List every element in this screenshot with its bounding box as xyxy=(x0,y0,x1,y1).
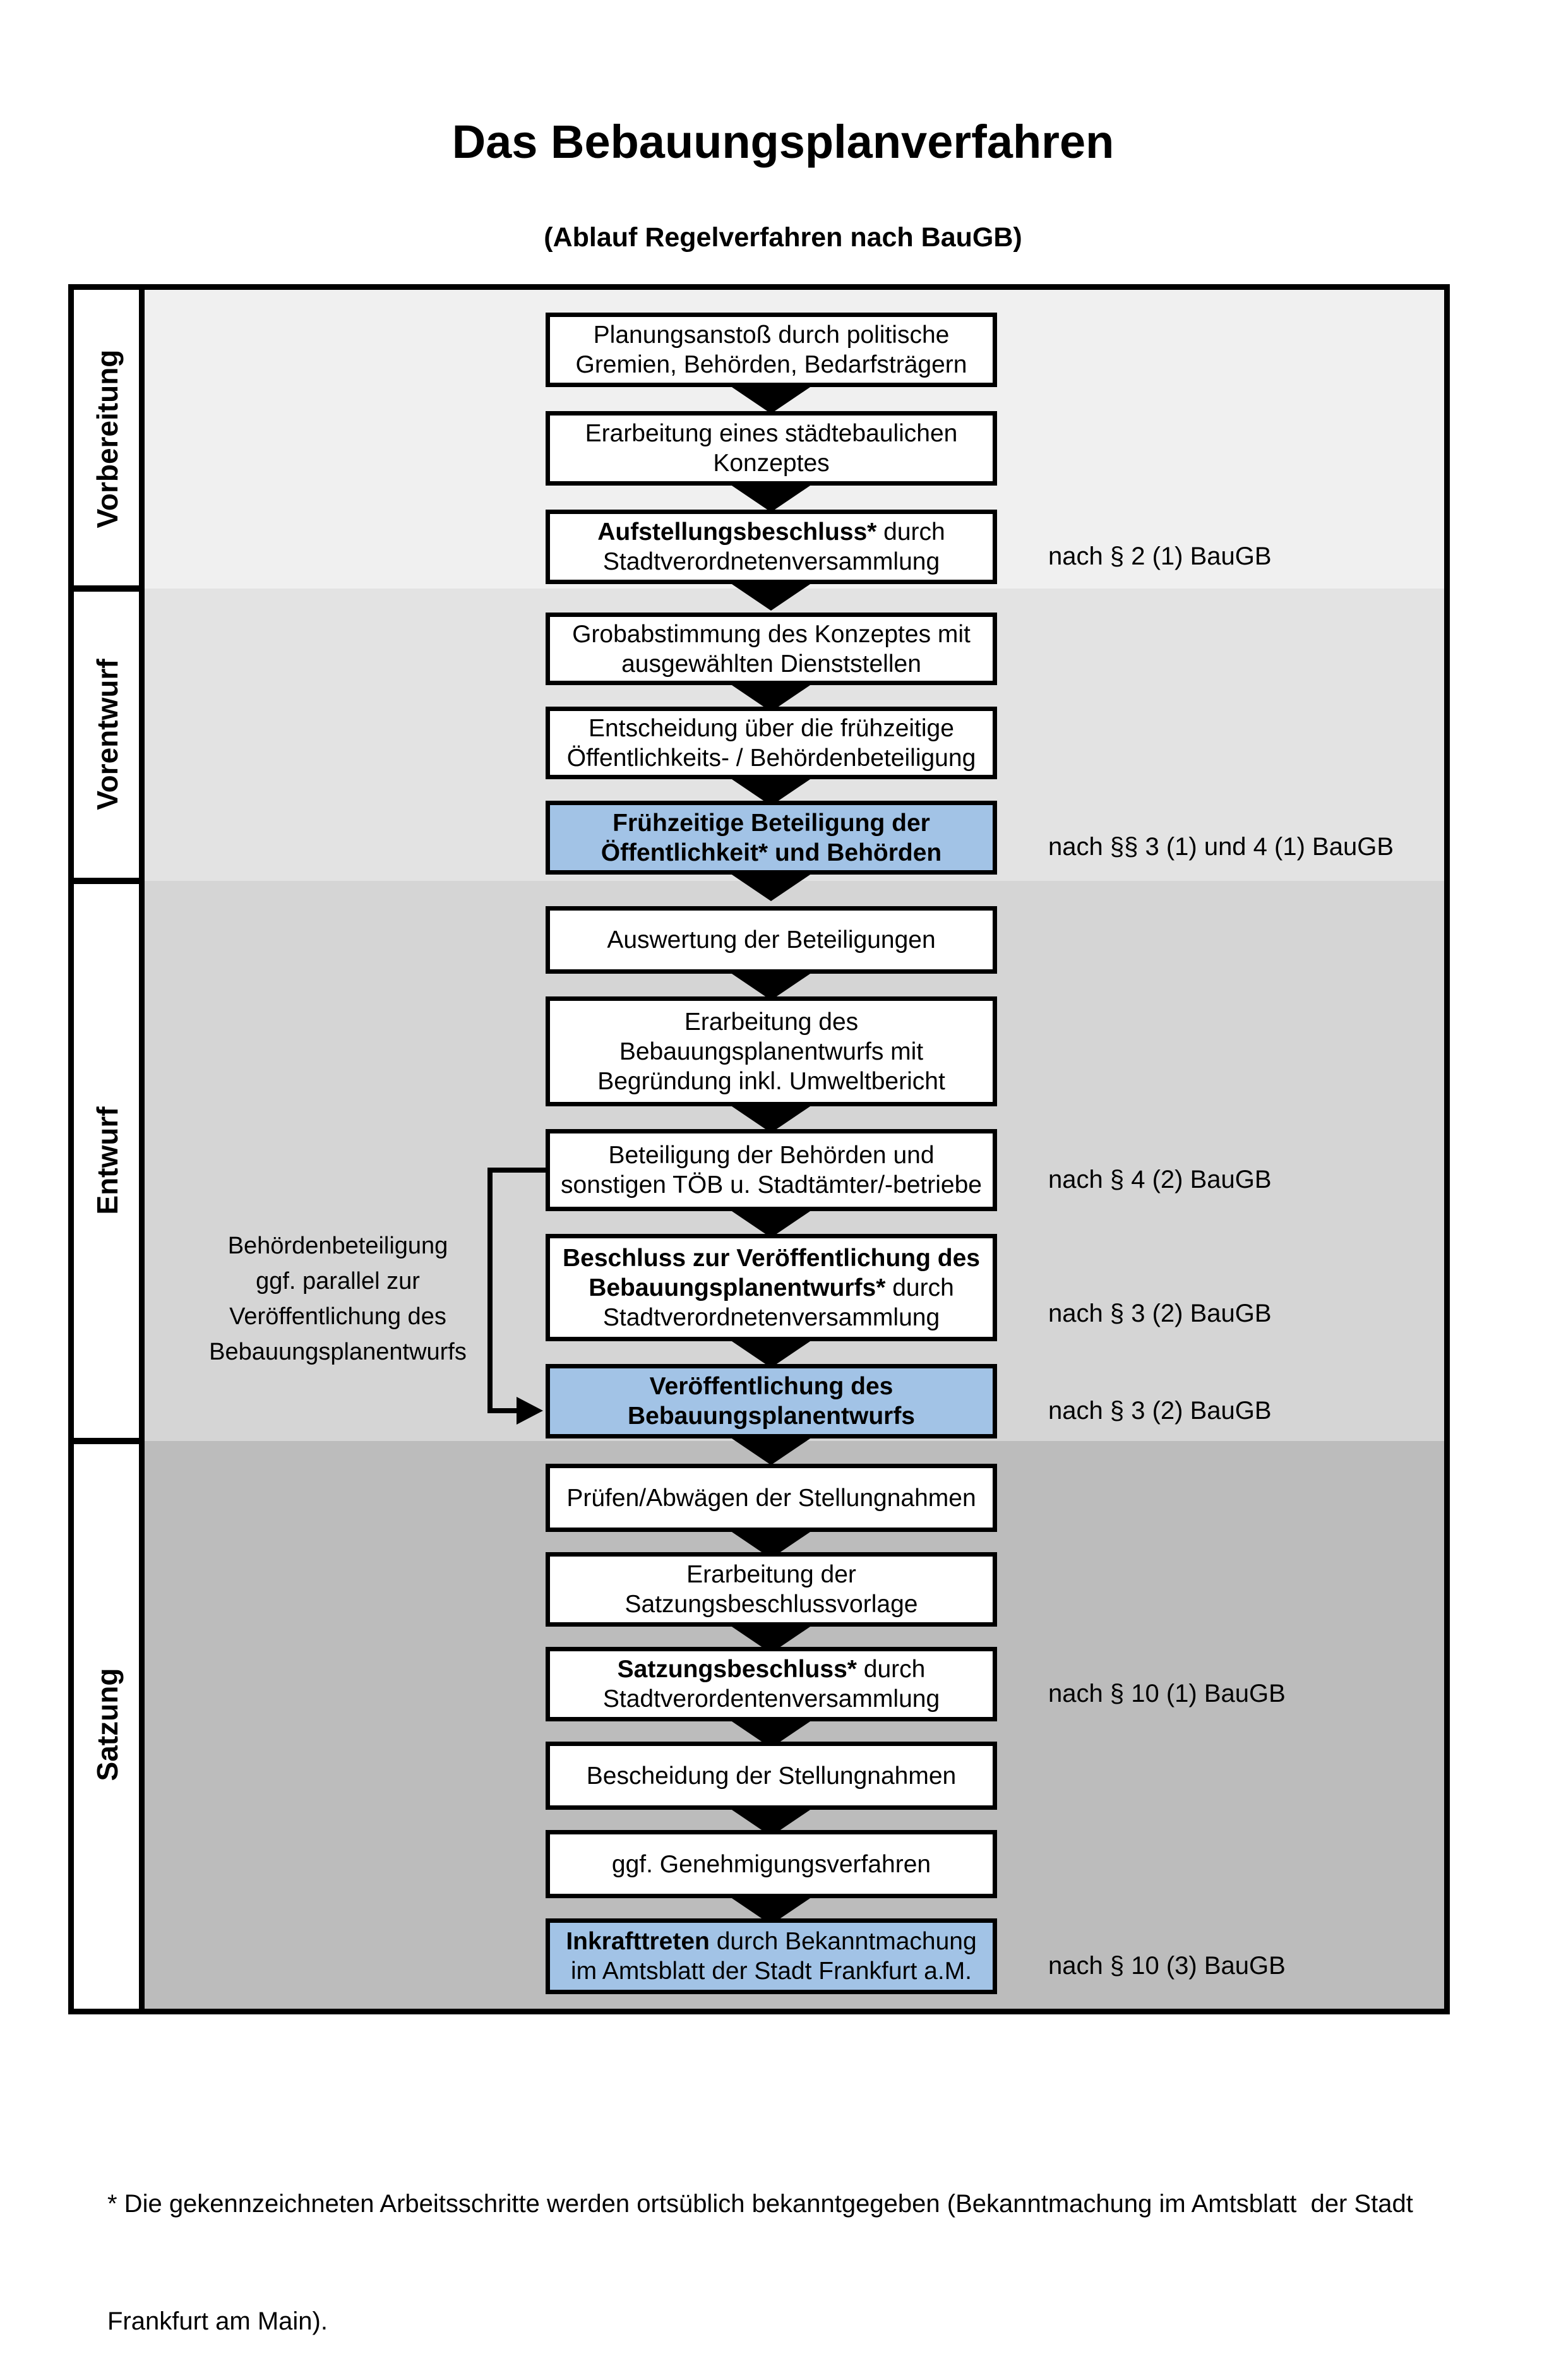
box-line: Aufstellungsbeschluss* durch xyxy=(597,518,945,546)
legal-ref: nach § 3 (2) BauGB xyxy=(1048,1397,1272,1425)
down-arrow-icon xyxy=(728,872,814,901)
box-line: Inkrafttreten durch Bekanntmachung xyxy=(566,1928,977,1955)
box-line: Planungsanstoß durch politische xyxy=(593,321,950,349)
stage-label-vorentwurf: Vorentwurf xyxy=(91,659,124,810)
flow-box-pruefen-abwaegen: Prüfen/Abwägen der Stellungnahmen xyxy=(546,1464,997,1532)
flow-box-behoerdenbeteiligung: Beteiligung der Behörden und sonstigen T… xyxy=(546,1129,997,1211)
flow-box-fruehzeitige-beteiligung: Frühzeitige Beteiligung der Öffentlichke… xyxy=(546,801,997,875)
box-line: Bebauungsplanentwurfs* durch xyxy=(589,1274,954,1301)
connector-vertical-line xyxy=(487,1168,493,1413)
label-column-divider xyxy=(139,290,145,2009)
flow-box-konzept: Erarbeitung eines städtebaulichen Konzep… xyxy=(546,411,997,486)
box-line: Veröffentlichung des xyxy=(649,1373,894,1400)
section-divider xyxy=(74,585,139,592)
box-line: Öffentlichkeit* und Behörden xyxy=(601,839,942,866)
flow-box-genehmigungsverfahren: ggf. Genehmigungsverfahren xyxy=(546,1830,997,1898)
box-line: Satzungsbeschlussvorlage xyxy=(625,1591,918,1618)
box-line: Stadtverordnetenversammlung xyxy=(602,1303,940,1331)
side-note-line: ggf. parallel zur xyxy=(256,1268,420,1295)
box-line: Öffentlichkeits- / Behördenbeteiligung xyxy=(566,744,976,772)
stage-label-entwurf: Entwurf xyxy=(91,1106,124,1215)
down-arrow-icon xyxy=(728,1339,814,1368)
flow-box-erarbeitung-entwurf: Erarbeitung des Bebauungsplanentwurfs mi… xyxy=(546,996,997,1106)
footnote: * Die gekennzeichneten Arbeitsschritte w… xyxy=(107,2106,1427,2380)
footnote-line: Frankfurt am Main). xyxy=(107,2307,328,2335)
flow-box-aufstellungsbeschluss: Aufstellungsbeschluss* durch Stadtverord… xyxy=(546,510,997,584)
side-note: Behördenbeteiligung ggf. parallel zur Ve… xyxy=(148,1228,527,1370)
box-line: Konzeptes xyxy=(713,450,830,477)
box-line: Stadtverordentenversammlung xyxy=(602,1685,940,1713)
legal-ref: nach § 4 (2) BauGB xyxy=(1048,1166,1272,1193)
down-arrow-icon xyxy=(728,1436,814,1465)
box-line: Entscheidung über die frühzeitige xyxy=(589,714,954,742)
side-note-line: Veröffentlichung des xyxy=(229,1303,446,1330)
box-line: Bebauungsplanentwurfs xyxy=(627,1402,916,1430)
footnote-line: * Die gekennzeichneten Arbeitsschritte w… xyxy=(107,2190,1413,2218)
box-line: Begründung inkl. Umweltbericht xyxy=(597,1067,945,1095)
box-line: Grobabstimmung des Konzeptes mit xyxy=(572,620,971,648)
box-line: Bescheidung der Stellungnahmen xyxy=(586,1762,957,1790)
box-line: Beteiligung der Behörden und xyxy=(608,1142,935,1169)
flow-box-planungsanstoss: Planungsanstoß durch politische Gremien,… xyxy=(546,313,997,387)
box-line: Satzungsbeschluss* durch xyxy=(617,1656,926,1683)
right-arrow-icon xyxy=(517,1397,543,1425)
box-line: Gremien, Behörden, Bedarfsträgern xyxy=(575,351,967,378)
page: { "title": { "text": "Das Bebauungsplanv… xyxy=(68,116,1450,2335)
legal-ref: nach § 2 (1) BauGB xyxy=(1048,542,1272,570)
side-note-line: Behördenbeteiligung xyxy=(227,1233,448,1259)
box-line: ausgewählten Dienststellen xyxy=(621,650,921,678)
box-line: Erarbeitung eines städtebaulichen xyxy=(585,420,958,447)
down-arrow-icon xyxy=(728,483,814,512)
flow-box-inkrafttreten: Inkrafttreten durch Bekanntmachung im Am… xyxy=(546,1918,997,1994)
down-arrow-icon xyxy=(728,971,814,1000)
down-arrow-icon xyxy=(728,582,814,611)
flow-box-bescheidung: Bescheidung der Stellungnahmen xyxy=(546,1742,997,1810)
box-line: ggf. Genehmigungsverfahren xyxy=(611,1850,931,1878)
flow-box-veroeffentlichung: Veröffentlichung des Bebauungsplanentwur… xyxy=(546,1364,997,1438)
flow-box-entscheidung-beteiligung: Entscheidung über die frühzeitige Öffent… xyxy=(546,707,997,779)
page-subtitle: (Ablauf Regelverfahren nach BauGB) xyxy=(544,222,1022,253)
box-line: Auswertung der Beteiligungen xyxy=(607,926,936,954)
box-line: Stadtverordnetenversammlung xyxy=(602,548,940,575)
box-line: Beschluss zur Veröffentlichung des xyxy=(563,1244,980,1272)
page-title: Das Bebauungsplanverfahren xyxy=(451,116,1115,168)
section-divider xyxy=(74,878,139,884)
connector-arrow-line xyxy=(487,1408,522,1413)
flow-box-satzungsbeschlussvorlage: Erarbeitung der Satzungsbeschlussvorlage xyxy=(546,1552,997,1627)
box-line: sonstigen TÖB u. Stadtämter/-betriebe xyxy=(561,1171,982,1199)
box-line: Prüfen/Abwägen der Stellungnahmen xyxy=(566,1484,976,1512)
box-line: Erarbeitung der xyxy=(686,1561,856,1588)
stage-label-vorbereitung: Vorbereitung xyxy=(91,349,124,529)
down-arrow-icon xyxy=(728,385,814,414)
legal-ref: nach § 3 (2) BauGB xyxy=(1048,1300,1272,1327)
stage-label-satzung: Satzung xyxy=(91,1668,124,1781)
flow-box-beschluss-veroeffentlichung: Beschluss zur Veröffentlichung des Bebau… xyxy=(546,1234,997,1341)
legal-ref: nach § 10 (3) BauGB xyxy=(1048,1952,1286,1980)
section-divider xyxy=(74,1438,139,1444)
flow-box-auswertung: Auswertung der Beteiligungen xyxy=(546,906,997,974)
box-line: im Amtsblatt der Stadt Frankfurt a.M. xyxy=(570,1958,972,1985)
side-note-line: Bebauungsplanentwurfs xyxy=(209,1339,467,1365)
down-arrow-icon xyxy=(728,1104,814,1133)
connector-horizontal-stub xyxy=(487,1168,546,1173)
box-line: Erarbeitung des xyxy=(684,1008,859,1036)
legal-ref: nach §§ 3 (1) und 4 (1) BauGB xyxy=(1048,833,1394,861)
down-arrow-icon xyxy=(728,1209,814,1238)
flow-box-grobabstimmung: Grobabstimmung des Konzeptes mit ausgewä… xyxy=(546,613,997,685)
legal-ref: nach § 10 (1) BauGB xyxy=(1048,1680,1286,1707)
box-line: Frühzeitige Beteiligung der xyxy=(613,809,930,837)
box-line: Bebauungsplanentwurfs mit xyxy=(619,1038,924,1065)
flow-box-satzungsbeschluss: Satzungsbeschluss* durch Stadtverordente… xyxy=(546,1647,997,1721)
